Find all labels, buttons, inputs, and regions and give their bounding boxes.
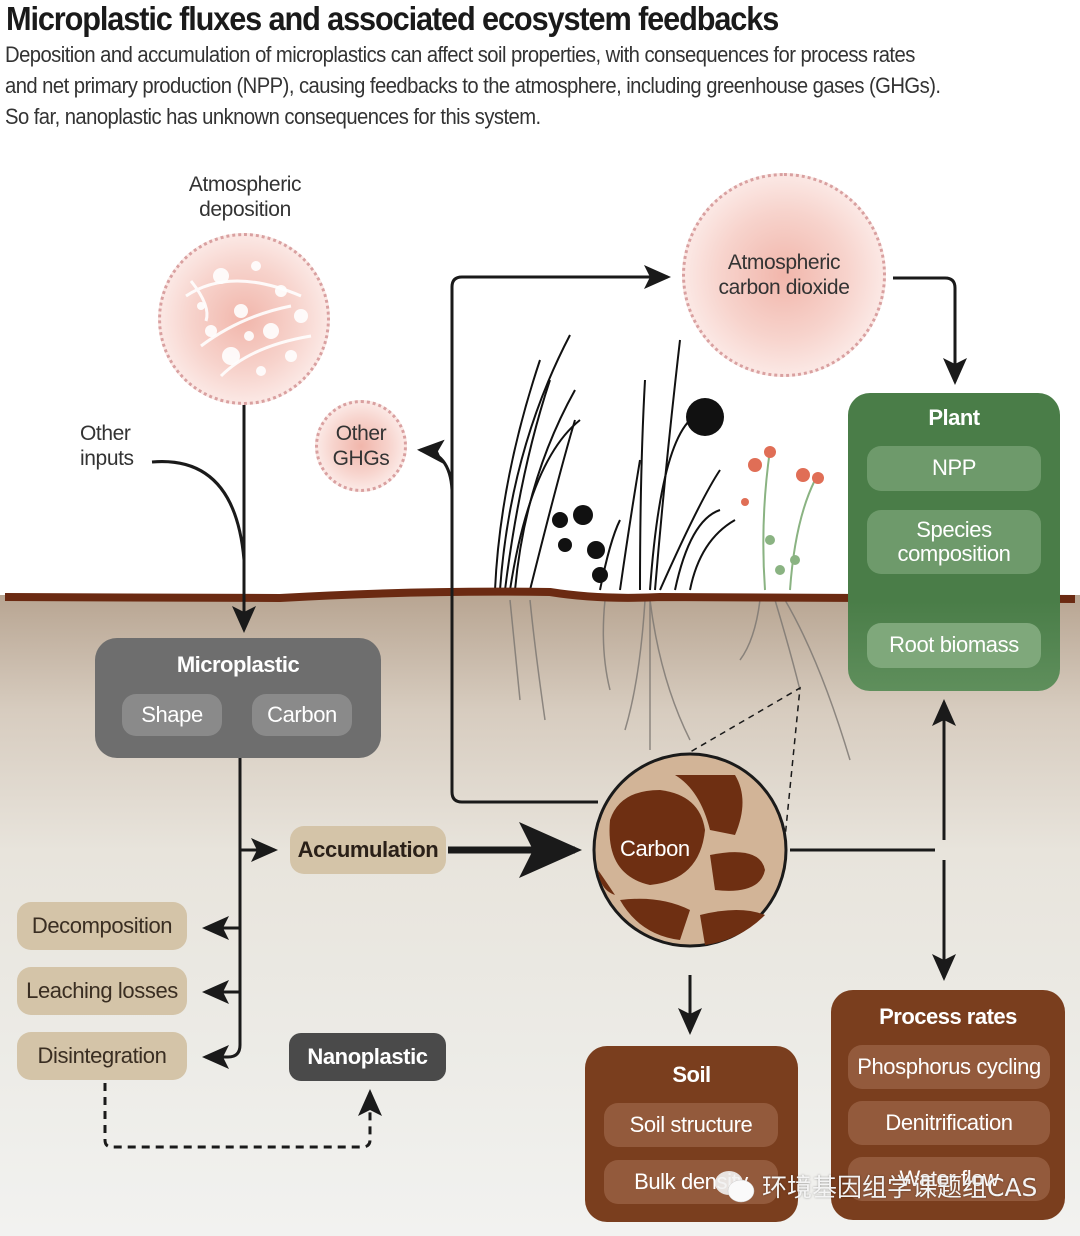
process-item-denitrification: Denitrification bbox=[848, 1101, 1050, 1145]
roots-icon bbox=[509, 599, 851, 761]
microplastic-particles-icon bbox=[185, 261, 312, 378]
plant-silhouettes-icon bbox=[494, 334, 736, 591]
soil-aggregate-icon bbox=[592, 752, 788, 948]
soil-box: Soil Soil structure Bulk density bbox=[585, 1046, 798, 1222]
microplastic-box: Microplastic Shape Carbon bbox=[95, 638, 381, 758]
wechat-icon bbox=[715, 1171, 755, 1203]
loss-disintegration: Disintegration bbox=[17, 1032, 187, 1080]
process-item-water-flow: Water flow bbox=[848, 1157, 1050, 1201]
atmospheric-deposition-bubble bbox=[158, 233, 330, 405]
microplastic-box-title: Microplastic bbox=[176, 652, 300, 677]
carbon-label: Carbon bbox=[620, 836, 690, 861]
subtitle-line-1: Deposition and accumulation of microplas… bbox=[5, 42, 915, 67]
microplastic-item-carbon: Carbon bbox=[252, 694, 352, 736]
ground-surface-line bbox=[4, 587, 1076, 603]
accumulation-box: Accumulation bbox=[290, 826, 446, 874]
watermark-text: 环境基因组学课题组CAS bbox=[762, 1173, 1038, 1202]
leafy-plant-icon bbox=[552, 505, 608, 583]
plant-item-species-composition: Species composition bbox=[867, 510, 1041, 574]
nanoplastic-box: Nanoplastic bbox=[289, 1033, 446, 1081]
process-rates-box: Process rates Phosphorus cycling Denitri… bbox=[831, 990, 1065, 1220]
loss-decomposition: Decomposition bbox=[17, 902, 187, 950]
plant-box-title: Plant bbox=[928, 405, 980, 430]
microplastic-item-shape: Shape bbox=[122, 694, 222, 736]
flower-head-icon bbox=[686, 398, 724, 436]
plant-box: Plant NPP Species composition Root bioma… bbox=[848, 393, 1060, 691]
subtitle-line-2: and net primary production (NPP), causin… bbox=[5, 73, 941, 98]
loss-leaching: Leaching losses bbox=[17, 967, 187, 1015]
soil-item-structure: Soil structure bbox=[604, 1103, 778, 1147]
subtitle-line-3: So far, nanoplastic has unknown conseque… bbox=[5, 104, 541, 129]
process-rates-title: Process rates bbox=[879, 1004, 1017, 1029]
watermark: 环境基因组学课题组CAS bbox=[712, 1168, 1037, 1204]
process-item-phosphorus: Phosphorus cycling bbox=[848, 1045, 1050, 1089]
soil-box-title: Soil bbox=[672, 1062, 711, 1087]
figure-title: Microplastic fluxes and associated ecosy… bbox=[6, 0, 779, 37]
plant-item-npp: NPP bbox=[867, 446, 1041, 491]
plant-item-root-biomass: Root biomass bbox=[867, 623, 1041, 668]
flowering-plant-icon bbox=[741, 446, 824, 591]
